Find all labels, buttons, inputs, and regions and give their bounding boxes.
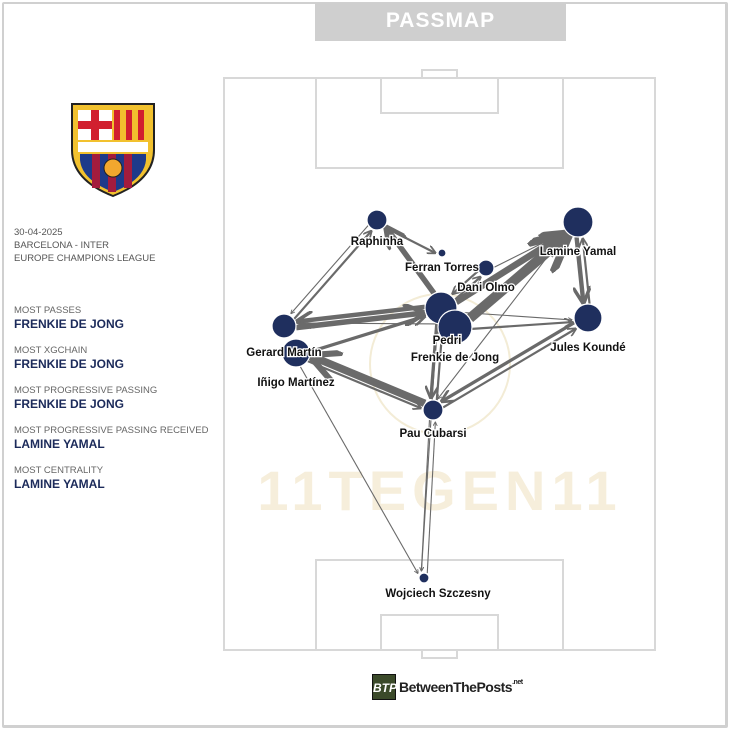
pass-edge-cubarsi-pedri xyxy=(435,326,443,401)
pass-edge-martin-pedri xyxy=(295,313,423,331)
pass-edge-olmo-yamal xyxy=(494,232,564,268)
pass-edge-kounde-yamal xyxy=(583,239,591,304)
stat-value: LAMINE YAMAL xyxy=(14,437,105,451)
player-node-cubarsi xyxy=(422,399,444,421)
player-node-szczesny xyxy=(418,572,430,584)
player-node-kounde xyxy=(573,303,603,333)
pass-edge-yamal-cubarsi xyxy=(438,231,567,399)
match-date: 30-04-2025 xyxy=(14,227,63,238)
pass-edge-kounde-cubarsi xyxy=(442,321,576,402)
player-label: Iñigo Martínez xyxy=(257,377,335,389)
watermark: 11TEGEN11 xyxy=(257,459,622,522)
player-label: Jules Koundé xyxy=(550,342,625,354)
club-crest xyxy=(71,103,155,198)
pass-edge-fdj-martin xyxy=(298,323,439,324)
pass-edge-szczesny-cubarsi xyxy=(426,422,435,574)
player-label: Pedri xyxy=(433,335,462,347)
btp-badge: BTP xyxy=(372,674,397,700)
pass-edge-martinez-cubarsi xyxy=(307,360,421,408)
stat-value: FRENKIE DE JONG xyxy=(14,357,125,371)
pass-edge-yamal-kounde xyxy=(577,237,584,302)
player-label: Pau Cubarsi xyxy=(399,428,466,440)
pass-edge-pedri-szczesny xyxy=(421,323,438,571)
stat-value: FRENKIE DE JONG xyxy=(14,397,125,411)
stat-label: MOST CENTRALITY xyxy=(14,465,104,476)
player-node-torres xyxy=(437,248,447,258)
pass-edge-martinez-pedri xyxy=(309,316,424,354)
player-label: Raphinha xyxy=(351,236,404,248)
pass-edge-pedri-yamal xyxy=(454,234,565,305)
player-node-fdj xyxy=(437,309,473,345)
stat-label: MOST PROGRESSIVE PASSING xyxy=(14,385,158,396)
brand-name: BetweenThePosts.net xyxy=(399,679,523,695)
player-label: Ferran Torres xyxy=(405,262,479,274)
pass-edge-martin-raphinha xyxy=(293,231,371,320)
player-label: Dani Olmo xyxy=(457,282,515,294)
player-node-martinez xyxy=(281,338,311,368)
player-label: Frenkie de Jong xyxy=(411,352,499,364)
stat-label: MOST PROGRESSIVE PASSING RECEIVED xyxy=(14,425,209,436)
pass-edge-raphinha-martin xyxy=(291,225,369,314)
pass-edge-olmo-pedri xyxy=(452,270,479,294)
match-teams: BARCELONA - INTER xyxy=(14,240,110,251)
player-node-yamal xyxy=(562,206,594,238)
stat-value: FRENKIE DE JONG xyxy=(14,317,125,331)
pass-edge-martinez-szczesny xyxy=(299,366,418,574)
match-info: 30-04-2025 BARCELONA - INTER EUROPE CHAM… xyxy=(14,226,224,265)
pass-edge-cubarsi-kounde xyxy=(442,329,576,409)
player-nodes xyxy=(271,206,603,584)
player-node-olmo xyxy=(477,259,495,277)
pass-edge-pedri-olmo xyxy=(454,277,481,301)
brand-suffix: .net xyxy=(512,679,523,686)
pass-edge-pedri-kounde xyxy=(456,311,572,320)
pass-edge-fdj-kounde xyxy=(472,322,572,330)
match-competition: EUROPE CHAMPIONS LEAGUE xyxy=(14,253,156,264)
pass-edge-pedri-raphinha xyxy=(386,228,437,295)
player-label: Wojciech Szczesny xyxy=(385,588,491,600)
pitch-markings xyxy=(223,69,656,659)
pass-edge-cubarsi-martinez xyxy=(312,356,427,407)
pass-edges xyxy=(291,226,590,574)
player-label: Lamine Yamal xyxy=(540,246,617,258)
stat-label: MOST PASSES xyxy=(14,305,82,316)
stat-value: LAMINE YAMAL xyxy=(14,477,105,491)
stat-label: MOST XGCHAIN xyxy=(14,345,88,356)
footer-logo: BTP BetweenThePosts.net xyxy=(372,674,523,700)
player-node-martin xyxy=(271,313,297,339)
page-title: PASSMAP xyxy=(315,3,566,41)
pass-edge-pedri-martin xyxy=(298,304,426,322)
pass-edge-raphinha-torres xyxy=(384,226,436,253)
player-label: Gerard Martín xyxy=(246,347,321,359)
player-node-raphinha xyxy=(366,209,388,231)
sidebar: 30-04-2025 BARCELONA - INTER EUROPE CHAM… xyxy=(14,226,224,491)
brand-text: BetweenThePosts xyxy=(399,679,513,695)
